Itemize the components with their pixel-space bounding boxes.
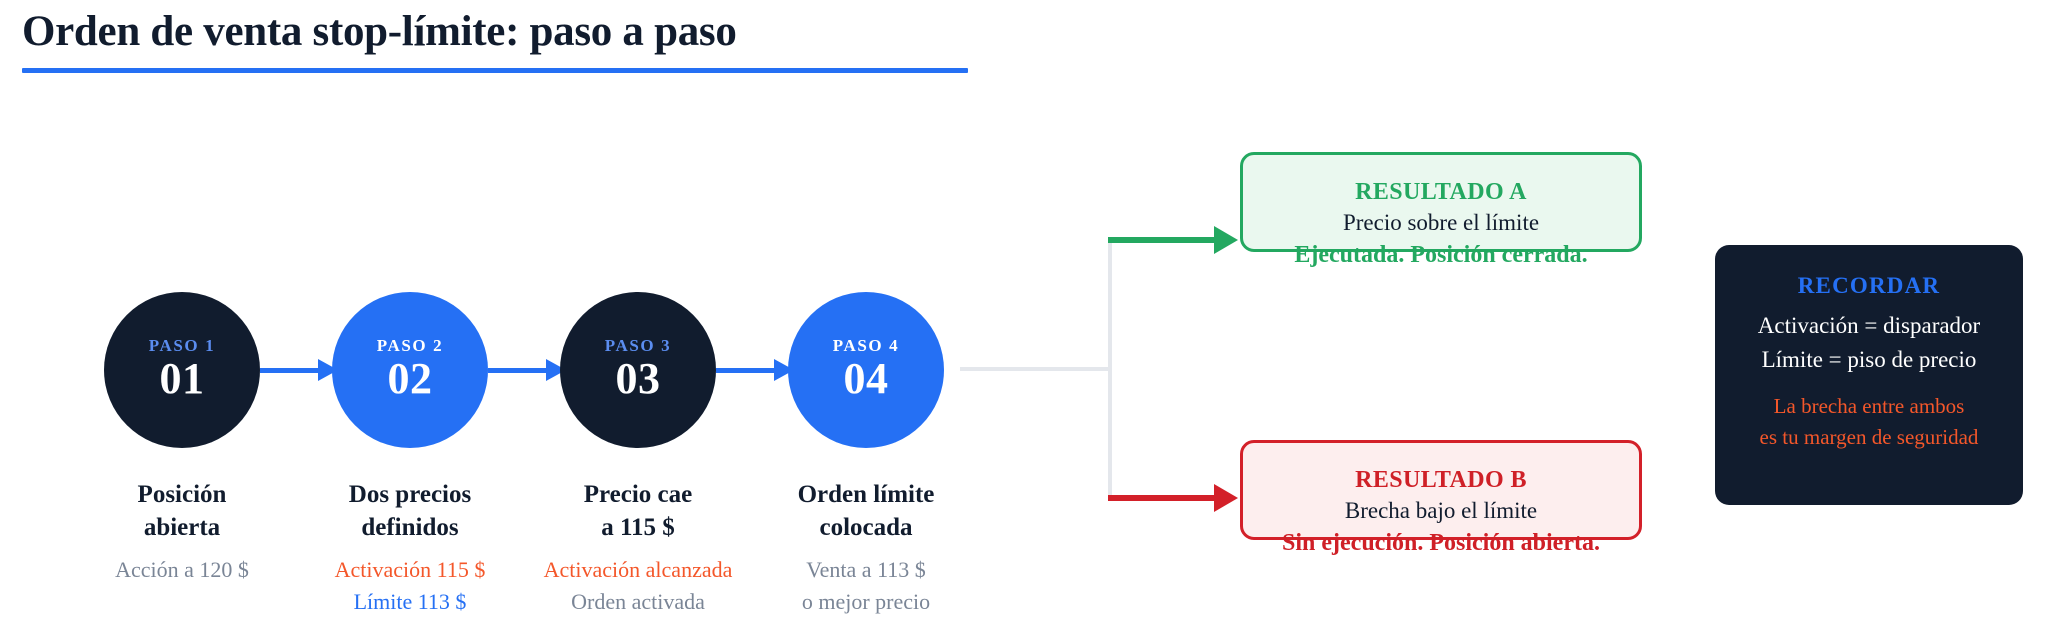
step-4-kicker: PASO 4 <box>832 336 900 355</box>
step-2-sub-line2: Límite 113 $ <box>353 589 467 614</box>
step-1-caption-sub: Acción a 120 $ <box>64 554 300 586</box>
step-4-caption-title-line1: Orden límite <box>797 481 935 508</box>
step-2-caption: Dos precios definidos Activación 115 $ L… <box>292 478 528 618</box>
outcome-a-footer: Ejecutada. Posición cerrada. <box>1294 242 1588 268</box>
arrow-head-icon <box>1214 484 1238 512</box>
step-2-caption-title: Dos precios definidos <box>292 478 528 544</box>
step-2-caption-sub: Activación 115 $ Límite 113 $ <box>292 554 528 618</box>
steps-row: PASO 1 01 PASO 2 02 PASO 3 03 PASO 4 04 <box>104 292 944 452</box>
arrow-shaft <box>1108 237 1220 243</box>
arrow-step-1-to-2 <box>260 359 338 381</box>
step-4-sub-line2: o mejor precio <box>801 589 931 614</box>
remember-note-line-2: es tu margen de seguridad <box>1759 425 1979 449</box>
step-2-circle[interactable]: PASO 2 02 <box>332 292 488 448</box>
step-1-kicker: PASO 1 <box>148 336 216 355</box>
step-4[interactable]: PASO 4 04 <box>788 292 944 448</box>
arrow-shaft <box>716 368 778 373</box>
arrow-shaft <box>260 368 322 373</box>
step-3-caption-sub: Activación alcanzada Orden activada <box>520 554 756 618</box>
remember-title: RECORDAR <box>1797 273 1941 298</box>
arrow-step-3-to-4 <box>716 359 794 381</box>
step-4-sub-line1: Venta a 113 $ <box>806 557 926 582</box>
step-3-number: 03 <box>615 354 661 403</box>
branch-arm-to-outcome-b <box>1108 484 1240 512</box>
step-2-kicker: PASO 2 <box>376 336 444 355</box>
branch-arm-to-outcome-a <box>1108 226 1240 254</box>
outcome-b-heading: RESULTADO B <box>1355 467 1527 493</box>
step-3-kicker: PASO 3 <box>604 336 672 355</box>
step-3-caption-title-line1: Precio cae <box>583 481 693 508</box>
step-1[interactable]: PASO 1 01 <box>104 292 260 448</box>
step-3-circle[interactable]: PASO 3 03 <box>560 292 716 448</box>
outcome-a-card[interactable]: RESULTADO A Precio sobre el límite Ejecu… <box>1240 152 1642 268</box>
step-4-number: 04 <box>843 354 889 403</box>
remember-line-1: Activación = disparador <box>1757 313 1981 338</box>
step-1-sub-line1: Acción a 120 $ <box>115 557 249 582</box>
title-underline-rule <box>22 68 968 73</box>
step-1-caption-title: Posición abierta <box>64 478 300 544</box>
step-2-sub-line1: Activación 115 $ <box>334 557 486 582</box>
outcome-a-heading: RESULTADO A <box>1355 179 1527 205</box>
step-4-caption-title-line2: colocada <box>819 514 913 541</box>
arrow-shaft <box>488 368 550 373</box>
step-1-number: 01 <box>159 354 205 403</box>
step-3-caption-title: Precio cae a 115 $ <box>520 478 756 544</box>
remember-note-line-1: La brecha entre ambos <box>1773 394 1965 418</box>
spacer <box>1715 377 2023 391</box>
step-1-caption: Posición abierta Acción a 120 $ <box>64 478 300 586</box>
branch-trunk-horizontal <box>960 367 1112 371</box>
outcome-a-line: Precio sobre el límite <box>1342 210 1540 235</box>
outcome-b-card[interactable]: RESULTADO B Brecha bajo el límite Sin ej… <box>1240 440 1642 556</box>
step-2[interactable]: PASO 2 02 <box>332 292 488 448</box>
step-3-caption-title-line2: a 115 $ <box>601 514 675 541</box>
step-1-circle[interactable]: PASO 1 01 <box>104 292 260 448</box>
step-4-caption-sub: Venta a 113 $ o mejor precio <box>748 554 984 618</box>
arrow-step-2-to-3 <box>488 359 566 381</box>
step-2-number: 02 <box>387 354 433 403</box>
page-title: Orden de venta stop-límite: paso a paso <box>22 8 737 55</box>
arrow-head-icon <box>1214 226 1238 254</box>
remember-card[interactable]: RECORDAR Activación = disparador Límite … <box>1715 245 2023 505</box>
step-4-caption-title: Orden límite colocada <box>748 478 984 544</box>
branch-connector <box>960 215 1260 535</box>
step-3-sub-line1: Activación alcanzada <box>543 557 733 582</box>
step-3-sub-line2: Orden activada <box>571 589 705 614</box>
remember-line-2: Límite = piso de precio <box>1761 347 1977 372</box>
step-captions-row: Posición abierta Acción a 120 $ Dos prec… <box>64 478 1004 638</box>
step-1-caption-title-line2: abierta <box>143 514 221 541</box>
step-1-caption-title-line1: Posición <box>137 481 227 508</box>
outcome-b-footer: Sin ejecución. Posición abierta. <box>1282 530 1600 556</box>
spacer <box>1715 301 2023 309</box>
header: Orden de venta stop-límite: paso a paso <box>22 4 1022 73</box>
outcome-b-line: Brecha bajo el límite <box>1344 498 1538 523</box>
step-3[interactable]: PASO 3 03 <box>560 292 716 448</box>
step-3-caption: Precio cae a 115 $ Activación alcanzada … <box>520 478 756 618</box>
branch-trunk-vertical <box>1108 240 1112 498</box>
step-2-caption-title-line1: Dos precios <box>348 481 472 508</box>
step-4-circle[interactable]: PASO 4 04 <box>788 292 944 448</box>
step-2-caption-title-line2: definidos <box>361 514 459 541</box>
arrow-shaft <box>1108 495 1220 501</box>
step-4-caption: Orden límite colocada Venta a 113 $ o me… <box>748 478 984 618</box>
